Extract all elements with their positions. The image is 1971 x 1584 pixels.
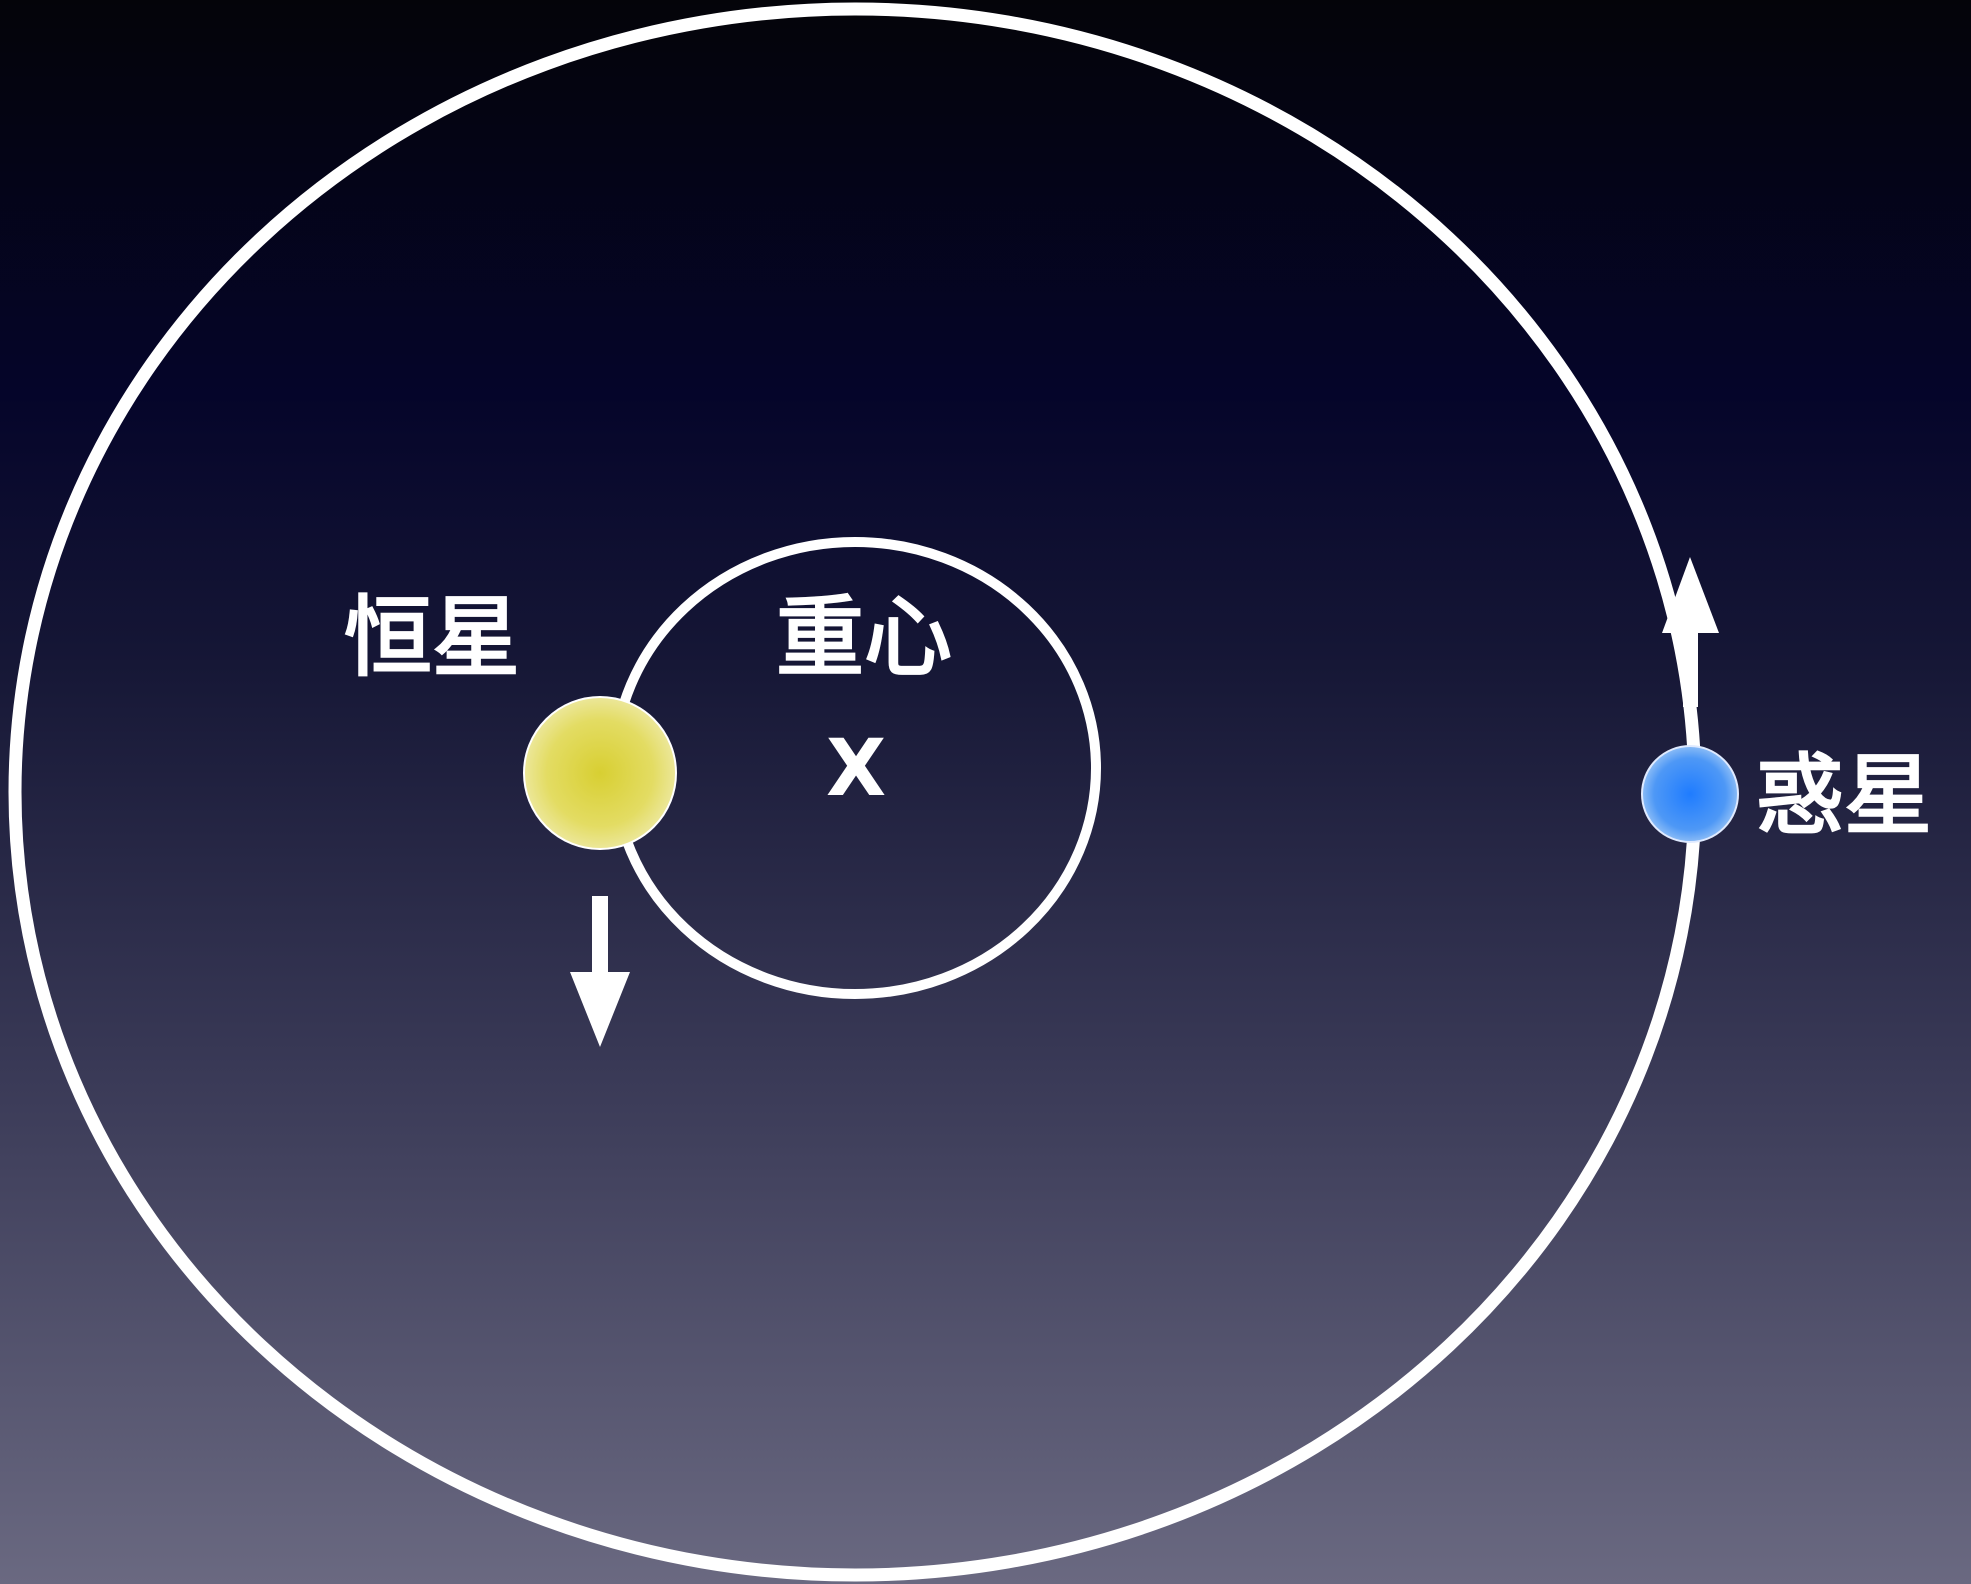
star-label: 恒星 — [344, 586, 521, 689]
arrow-up-icon — [1662, 557, 1719, 707]
star-body — [523, 696, 677, 850]
planet-body — [1641, 745, 1739, 843]
barycenter-label: 重心 — [776, 586, 953, 689]
barycenter-marker: X — [826, 724, 887, 814]
planet-label: 惑星 — [1756, 744, 1933, 847]
arrow-down-icon — [570, 896, 630, 1047]
